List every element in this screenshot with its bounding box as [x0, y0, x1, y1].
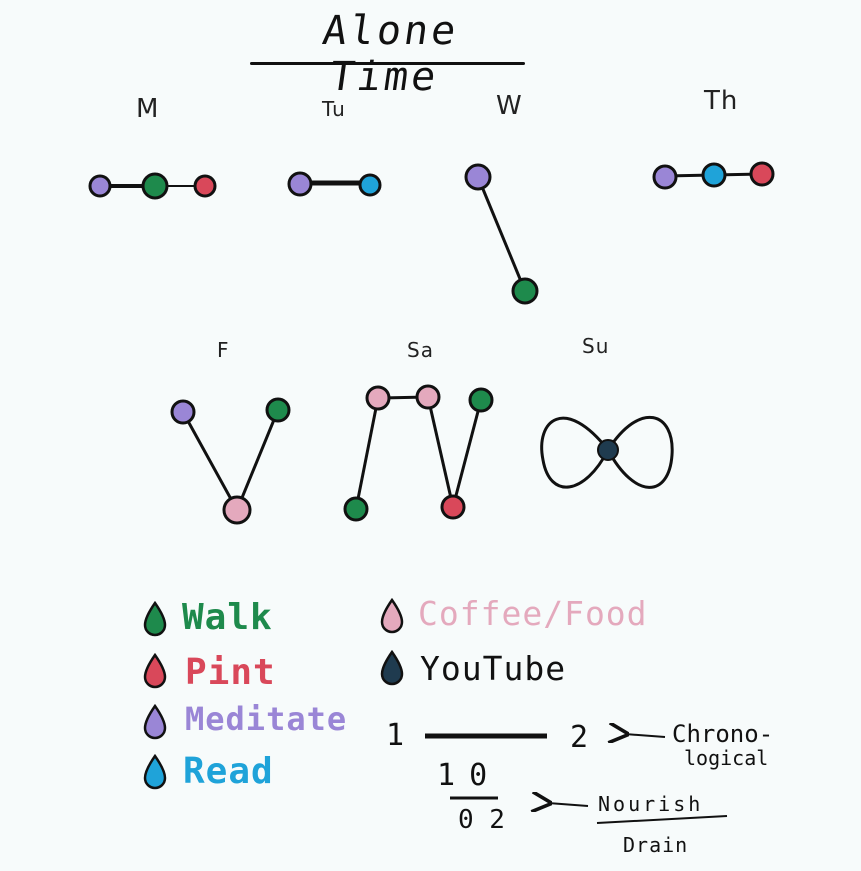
day-label-sunday: Su — [582, 334, 610, 358]
tuesday-graph — [287, 171, 382, 197]
pint-drop-icon — [143, 652, 167, 689]
edge — [476, 176, 527, 292]
legend-meditate-label: Meditate — [185, 700, 348, 738]
edge — [451, 399, 483, 508]
node-pint — [440, 494, 466, 520]
node-read — [358, 173, 382, 197]
legend-coffee-food-label: Coffee/Food — [418, 594, 648, 633]
title-underline — [250, 62, 525, 65]
nourish-drain-bar — [596, 815, 728, 824]
youtube-drop-icon — [380, 649, 404, 686]
node-coffee-food — [415, 384, 441, 410]
day-label-tuesday: Tu — [322, 97, 346, 121]
node-meditate — [652, 164, 678, 190]
coffee-food-drop-icon — [380, 597, 404, 634]
node-coffee-food — [365, 385, 391, 411]
read-drop-icon — [143, 753, 167, 790]
node-pint — [749, 161, 775, 187]
edge — [426, 396, 455, 508]
node-meditate — [88, 174, 112, 198]
node-meditate — [464, 163, 492, 191]
sunday-graph — [540, 416, 674, 489]
meditate-drop-icon — [143, 703, 167, 740]
node-walk — [141, 172, 169, 200]
chrono-label-line1: Chrono- — [672, 720, 774, 748]
node-meditate — [287, 171, 313, 197]
node-walk — [343, 496, 369, 522]
chrono-start-label: 1 — [386, 718, 405, 753]
day-label-friday: F — [217, 338, 230, 362]
chrono-label-line2: logical — [684, 746, 769, 770]
node-youtube — [597, 439, 619, 461]
page-title: Alone Time — [319, 8, 462, 100]
day-label-monday: M — [136, 94, 160, 124]
legend-walk-label: Walk — [182, 597, 273, 638]
monday-graph — [88, 172, 217, 200]
saturday-graph — [343, 384, 494, 522]
wednesday-graph — [464, 163, 539, 305]
nourish-arrow-icon — [548, 803, 589, 806]
edge — [181, 411, 239, 511]
legend-read-label: Read — [183, 751, 274, 792]
day-label-saturday: Sa — [407, 338, 434, 362]
thursday-graph — [652, 161, 775, 190]
loop-edge — [606, 416, 674, 489]
chrono-arrow-icon — [625, 734, 666, 737]
legend-youtube-label: YouTube — [420, 649, 567, 688]
day-label-wednesday: W — [496, 91, 523, 121]
chrono-end-label: 2 — [570, 720, 589, 755]
fraction-bottom-label: 0 2 — [458, 805, 505, 835]
day-label-thursday: Th — [704, 86, 739, 116]
legend-icons — [143, 597, 404, 790]
nourish-label: Nourish — [598, 792, 704, 816]
legend-pint-label: Pint — [185, 652, 276, 693]
node-pint — [193, 174, 217, 198]
drain-label: Drain — [623, 833, 689, 857]
node-walk — [265, 397, 291, 423]
friday-graph — [170, 397, 291, 525]
node-walk — [468, 387, 494, 413]
node-coffee-food — [222, 495, 252, 525]
walk-drop-icon — [143, 600, 167, 637]
node-read — [701, 162, 727, 188]
edge — [354, 397, 380, 510]
node-walk — [511, 277, 539, 305]
edge — [235, 409, 280, 511]
loop-edge — [540, 416, 610, 489]
node-meditate — [170, 399, 196, 425]
fraction-top-label: 1 0 — [437, 758, 487, 793]
